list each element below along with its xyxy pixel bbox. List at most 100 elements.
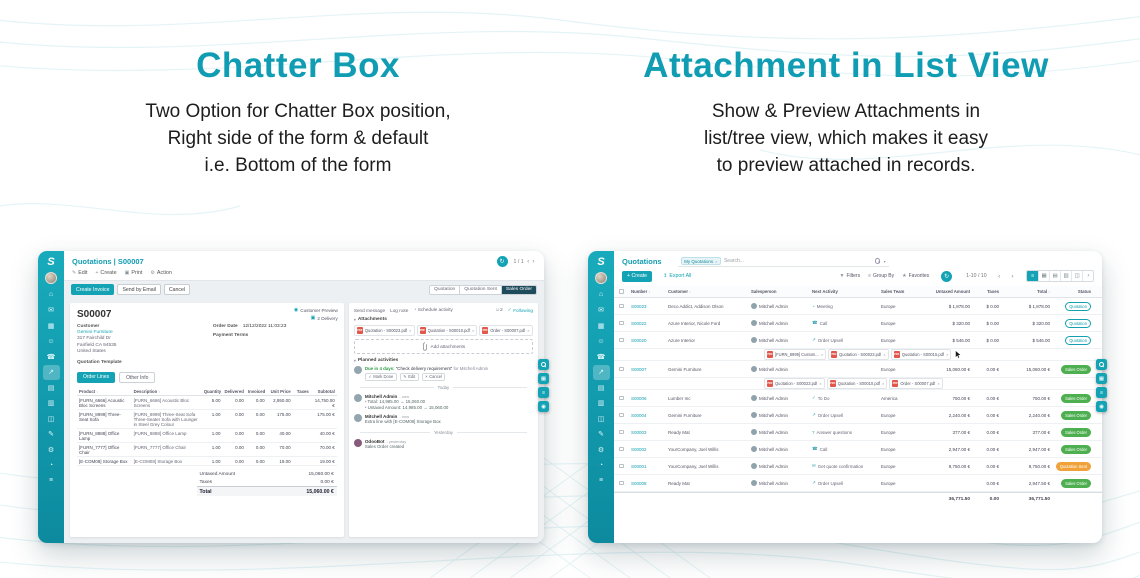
followers-count[interactable]: ☺2 [495, 307, 503, 313]
edit-button[interactable]: ✎Edit [72, 270, 88, 276]
home-icon[interactable]: ⌂ [598, 291, 604, 299]
col-sales-team[interactable]: Sales Team [881, 289, 905, 294]
website-icon[interactable]: ◔ [598, 461, 604, 469]
quick-search-button[interactable] [538, 359, 549, 370]
col-salesperson[interactable]: Salesperson [751, 289, 777, 294]
row-checkbox[interactable] [619, 463, 624, 469]
discuss-icon[interactable]: ✉ [598, 307, 604, 315]
export-all-button[interactable]: ↥Export All [663, 273, 692, 279]
order-line-row[interactable]: [FURN_6666] Acoustic Bloc Screens[FURN_6… [77, 395, 337, 411]
quotation-row[interactable]: S00008 Ready Mat Mitchell Admin Order Up… [614, 475, 1102, 492]
next-activity-cell[interactable]: Order Upsell [812, 480, 880, 486]
remove-attachment-icon[interactable]: × [937, 381, 940, 386]
user-avatar[interactable] [595, 272, 607, 284]
remove-attachment-icon[interactable]: × [820, 352, 824, 357]
action-menu[interactable]: ⚙Action [150, 270, 172, 276]
send-message-button[interactable]: Send message [353, 307, 386, 313]
remove-attachment-icon[interactable]: × [883, 352, 886, 357]
remove-attachment-icon[interactable]: × [471, 328, 475, 333]
settings-icon[interactable]: ≡ [48, 477, 54, 485]
next-activity-cell[interactable]: Order Upsell [812, 337, 880, 343]
quick-menu-button[interactable]: ≡ [538, 387, 549, 398]
refresh-button[interactable]: ↻ [941, 270, 953, 282]
print-menu[interactable]: ▣Print [124, 270, 143, 276]
schedule-activity-button[interactable]: ◔ Schedule activity [413, 307, 453, 313]
order-line-row[interactable]: [E-COM08] Storage Box[E-COM08] Storage B… [77, 456, 337, 467]
customer-preview-button[interactable]: ◉Customer Preview [293, 307, 338, 313]
chevron-down-icon[interactable]: ▾ [883, 258, 886, 264]
sales-icon[interactable]: ↗ [42, 364, 60, 380]
mark-done-button[interactable]: ✓Mark Done [364, 372, 397, 381]
inventory-icon[interactable]: ▥ [47, 400, 55, 408]
next-activity-cell[interactable]: Call [812, 320, 880, 326]
dashboard-icon[interactable]: ▤ [47, 384, 55, 392]
next-activity-cell[interactable]: Get quote confirmation [812, 463, 880, 469]
crm-icon[interactable]: ☎ [596, 353, 606, 361]
remove-attachment-icon[interactable]: × [409, 328, 412, 333]
remove-attachment-icon[interactable]: × [882, 381, 885, 386]
select-all-checkbox[interactable] [619, 289, 624, 294]
favorites-menu[interactable]: ★Favorites [902, 273, 930, 279]
pivot-view-icon[interactable]: ▤ [1049, 271, 1060, 281]
sales-icon[interactable]: ↗ [592, 364, 610, 380]
cancel-button[interactable]: Cancel [163, 284, 191, 295]
status-quotation[interactable]: Quotation [430, 285, 460, 294]
create-button[interactable]: +Create [95, 270, 117, 276]
tab-other-info[interactable]: Other Info [119, 372, 156, 384]
prev-page-icon[interactable]: ‹ [998, 272, 1001, 280]
following-button[interactable]: ✓Following [507, 307, 533, 313]
contacts-icon[interactable]: ☺ [47, 337, 55, 345]
next-activity-cell[interactable]: Answer questions [812, 430, 880, 435]
quick-search-button[interactable] [1096, 359, 1107, 370]
quick-chat-button[interactable]: ◉ [538, 401, 549, 412]
row-checkbox[interactable] [619, 337, 624, 343]
customer-link[interactable]: Gemini Furniture [77, 330, 113, 335]
remove-attachment-icon[interactable]: × [819, 381, 822, 386]
manufacturing-icon[interactable]: ⚙ [47, 446, 55, 454]
quick-apps-button[interactable]: ▦ [1096, 373, 1107, 384]
row-checkbox[interactable] [619, 480, 624, 486]
quotation-row[interactable]: S00001 YourCompany, Joel Willis Mitchell… [614, 458, 1102, 475]
user-avatar[interactable] [45, 272, 57, 284]
quotation-row[interactable]: S00006 Lumber Inc Mitchell Admin To Do A… [614, 390, 1102, 407]
purchase-icon[interactable]: ✎ [48, 431, 54, 439]
invoicing-icon[interactable]: ◫ [47, 415, 55, 423]
create-button[interactable]: + Create [622, 270, 653, 282]
purchase-icon[interactable]: ✎ [598, 431, 604, 439]
row-checkbox[interactable] [619, 303, 624, 309]
graph-view-icon[interactable]: ▥ [1060, 271, 1071, 281]
dashboard-icon[interactable]: ▤ [597, 384, 605, 392]
quotation-row[interactable]: S00003 Ready Mat Mitchell Admin Answer q… [614, 424, 1102, 441]
status-quotation-sent[interactable]: Quotation Sent [459, 285, 501, 294]
manufacturing-icon[interactable]: ⚙ [597, 446, 605, 454]
activity-summary[interactable]: “Check delivery requirement” [395, 366, 453, 371]
filters-menu[interactable]: ▼Filters [839, 273, 861, 279]
prev-record-icon[interactable]: ‹ [527, 258, 530, 265]
kanban-view-icon[interactable]: ▦ [1038, 271, 1049, 281]
col-customer[interactable]: Customer [668, 289, 750, 294]
tab-order-lines[interactable]: Order Lines [77, 372, 116, 384]
crm-icon[interactable]: ☎ [46, 353, 56, 361]
website-icon[interactable]: ◔ [48, 461, 54, 469]
quick-menu-button[interactable]: ≡ [1096, 387, 1107, 398]
search-bar[interactable]: My Quotations× Search... ▾ [677, 256, 889, 267]
order-line-row[interactable]: [FURN_8888] Office Lamp[FURN_8888] Offic… [77, 428, 337, 444]
order-line-row[interactable]: [FURN_8999] Three-Seat Sofa[FURN_8999] T… [77, 409, 337, 430]
settings-icon[interactable]: ≡ [598, 477, 604, 485]
col-status[interactable]: Status [1077, 289, 1091, 294]
search-input[interactable]: Search... [723, 258, 744, 264]
next-page-icon[interactable]: › [1011, 272, 1014, 280]
activity-view-icon[interactable]: ◔ [1082, 271, 1093, 281]
calendar-view-icon[interactable]: ◫ [1071, 271, 1082, 281]
add-attachments-button[interactable]: Add attachments [353, 339, 533, 354]
edit-activity-button[interactable]: ✎Edit [399, 372, 419, 381]
order-line-row[interactable]: [FURN_7777] Office Chair[FURN_7777] Offi… [77, 442, 337, 458]
quotation-row[interactable]: S00020 Azure Interior Mitchell Admin Ord… [614, 332, 1102, 349]
next-activity-cell[interactable]: Order Upsell [812, 412, 880, 418]
